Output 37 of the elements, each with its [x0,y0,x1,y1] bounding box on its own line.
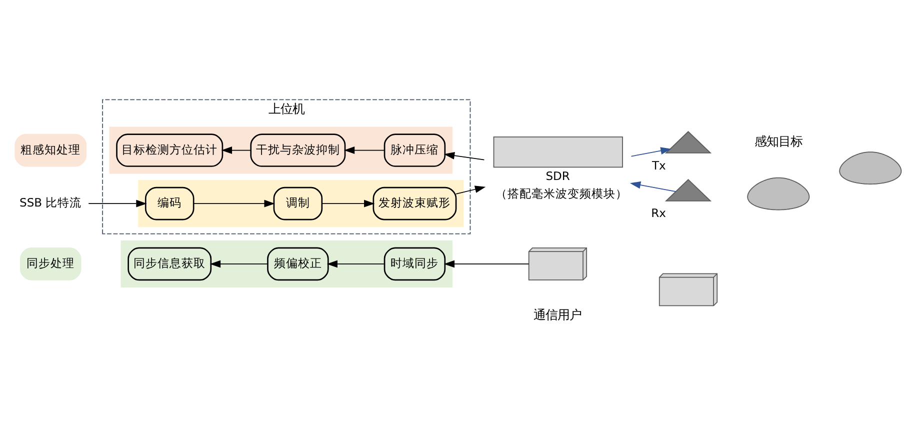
node-box: 脉冲压缩 [384,134,446,167]
arrow [444,152,485,160]
cluster [120,240,452,288]
node-label: Rx [651,206,666,220]
arrow [193,200,275,208]
arrow [456,186,486,194]
node-box: 目标检测方位估计 [116,134,224,167]
node-label: Tx [652,158,666,172]
node-box: 粗感知处理 [14,134,87,167]
node-label: SDR [546,168,570,183]
cluster [138,180,464,228]
arrow [322,200,375,208]
label: 感知目标 [754,134,802,149]
cluster [109,126,452,174]
arrow [444,260,530,268]
arrow [221,146,252,154]
node-box: 发射波束赋形 [372,186,457,220]
node-box: 同步信息获取 [128,247,212,281]
label: 通信用户 [534,306,582,322]
node-text: SSB 比特流 [20,196,82,210]
node-label: （搭配毫米波变频模块） [496,186,628,201]
arrow [630,147,672,157]
node-box: 同步处理 [20,248,82,280]
arrow [630,181,676,192]
node-box: 编码 [144,186,194,220]
node-box: 时域同步 [384,247,446,281]
arrow [344,146,385,154]
node-box: 频偏校正 [267,247,329,281]
node-triangle [664,178,712,202]
arrow [326,260,385,268]
arrow [88,200,147,208]
node-picture [747,177,810,210]
node-box: 调制 [273,186,323,220]
arrow [210,260,268,268]
node-picture [839,152,902,184]
node-triangle [664,131,712,154]
node-box: 干扰与杂波抑制 [250,134,346,167]
